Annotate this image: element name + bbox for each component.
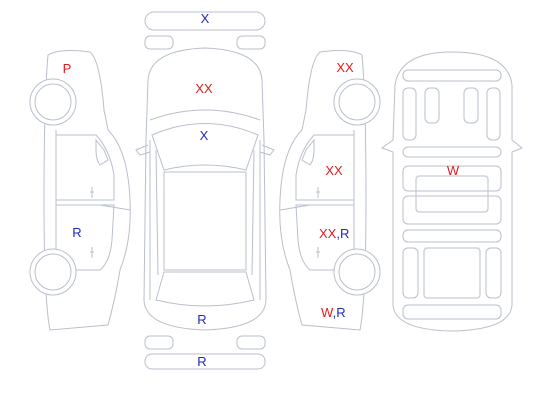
left-rear-door-mark: R (72, 225, 81, 240)
windshield-mark: X (200, 128, 209, 143)
rear-glass-mark: R (197, 312, 206, 327)
rear-bumper-parts (144, 335, 266, 370)
front-bumper-parts (144, 11, 266, 50)
right-rear-door-mark-xx: XX (319, 226, 337, 241)
right-rear-door-mark-comma: , (336, 226, 340, 241)
right-rear-door-mark: XX,R (319, 226, 349, 241)
right-quarter-mark-r: R (336, 305, 345, 320)
right-quarter-mark-w: W (321, 305, 334, 320)
right-quarter-mark: W,R (321, 305, 346, 320)
car-right-side-view (279, 50, 381, 331)
left-front-fender-mark: P (63, 61, 72, 76)
car-left-side-view (29, 50, 131, 331)
car-interior-view (380, 51, 523, 332)
rear-bumper-mark: R (197, 354, 206, 369)
right-front-fender-mark: XX (336, 60, 354, 75)
right-quarter-mark-comma: , (333, 305, 337, 320)
interior-floor-mark: W (447, 163, 460, 178)
front-bumper-mark: X (201, 11, 210, 26)
right-rear-door-mark-r: R (340, 226, 349, 241)
hood-mark: XX (195, 81, 213, 96)
car-top-view (135, 47, 275, 331)
right-front-door-mark: XX (325, 163, 343, 178)
